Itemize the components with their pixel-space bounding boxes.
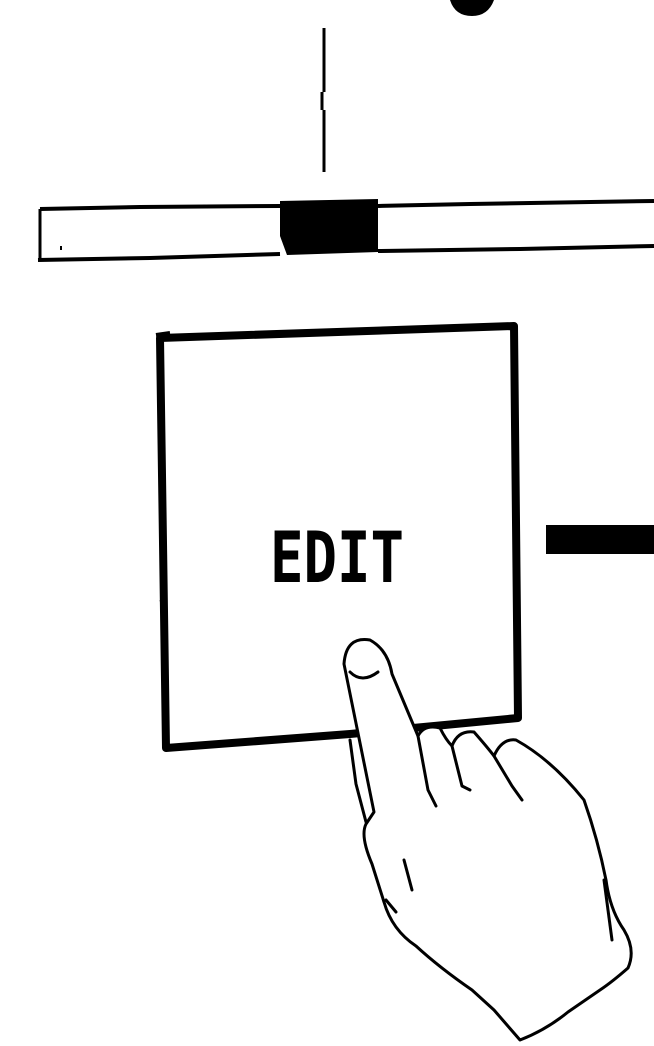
slider-thumb [280,199,378,255]
edit-button-label: EDIT [270,517,404,599]
stem-line [322,28,324,172]
top-knob [450,0,494,16]
pointing-hand-icon [344,640,631,1041]
connector-bar [546,525,654,554]
